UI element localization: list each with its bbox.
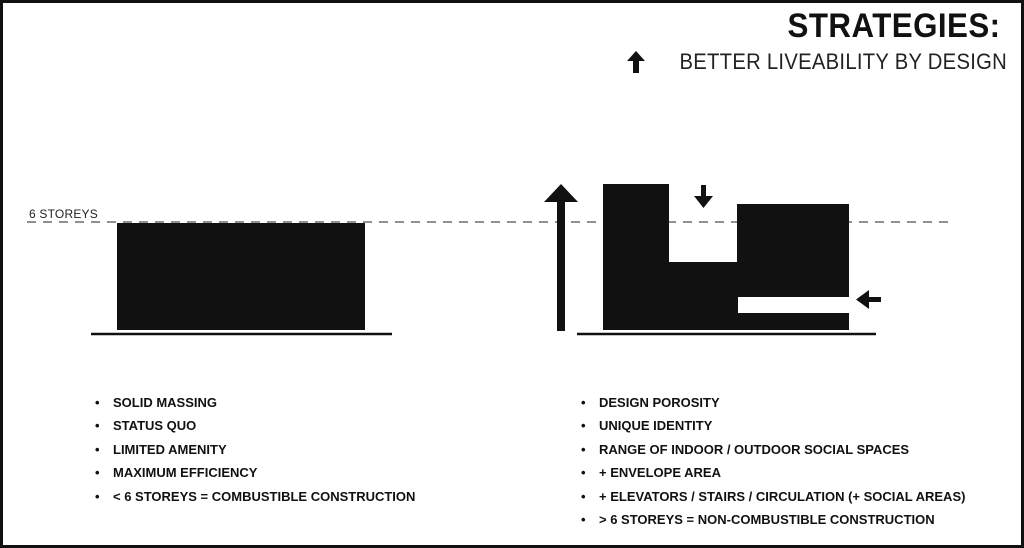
list-item: < 6 STOREYS = COMBUSTIBLE CONSTRUCTION	[95, 485, 415, 508]
list-item: DESIGN POROSITY	[581, 391, 965, 414]
subtitle: BETTER LIVEABILITY BY DESIGN	[626, 49, 1007, 75]
arrow-left-icon	[856, 290, 881, 309]
list-item: UNIQUE IDENTITY	[581, 414, 965, 437]
list-item: LIMITED AMENITY	[95, 438, 415, 461]
list-item: MAXIMUM EFFICIENCY	[95, 461, 415, 484]
height-arrow-icon	[544, 184, 578, 331]
subtitle-text: BETTER LIVEABILITY BY DESIGN	[679, 49, 1007, 74]
porous-massing-block	[603, 184, 849, 330]
page-title: STRATEGIES:	[787, 7, 1001, 45]
list-item: STATUS QUO	[95, 414, 415, 437]
list-item: > 6 STOREYS = NON-COMBUSTIBLE CONSTRUCTI…	[581, 508, 965, 531]
left-bullet-list: SOLID MASSING STATUS QUO LIMITED AMENITY…	[95, 391, 415, 508]
arrow-down-icon	[694, 185, 713, 208]
arrow-up-icon	[626, 51, 645, 73]
massing-diagram	[27, 184, 948, 336]
list-item: + ENVELOPE AREA	[581, 461, 965, 484]
right-bullet-list: DESIGN POROSITY UNIQUE IDENTITY RANGE OF…	[581, 391, 965, 531]
list-item: RANGE OF INDOOR / OUTDOOR SOCIAL SPACES	[581, 438, 965, 461]
storey-label: 6 STOREYS	[29, 207, 98, 221]
list-item: SOLID MASSING	[95, 391, 415, 414]
list-item: + ELEVATORS / STAIRS / CIRCULATION (+ SO…	[581, 485, 965, 508]
solid-massing-block	[117, 223, 365, 330]
